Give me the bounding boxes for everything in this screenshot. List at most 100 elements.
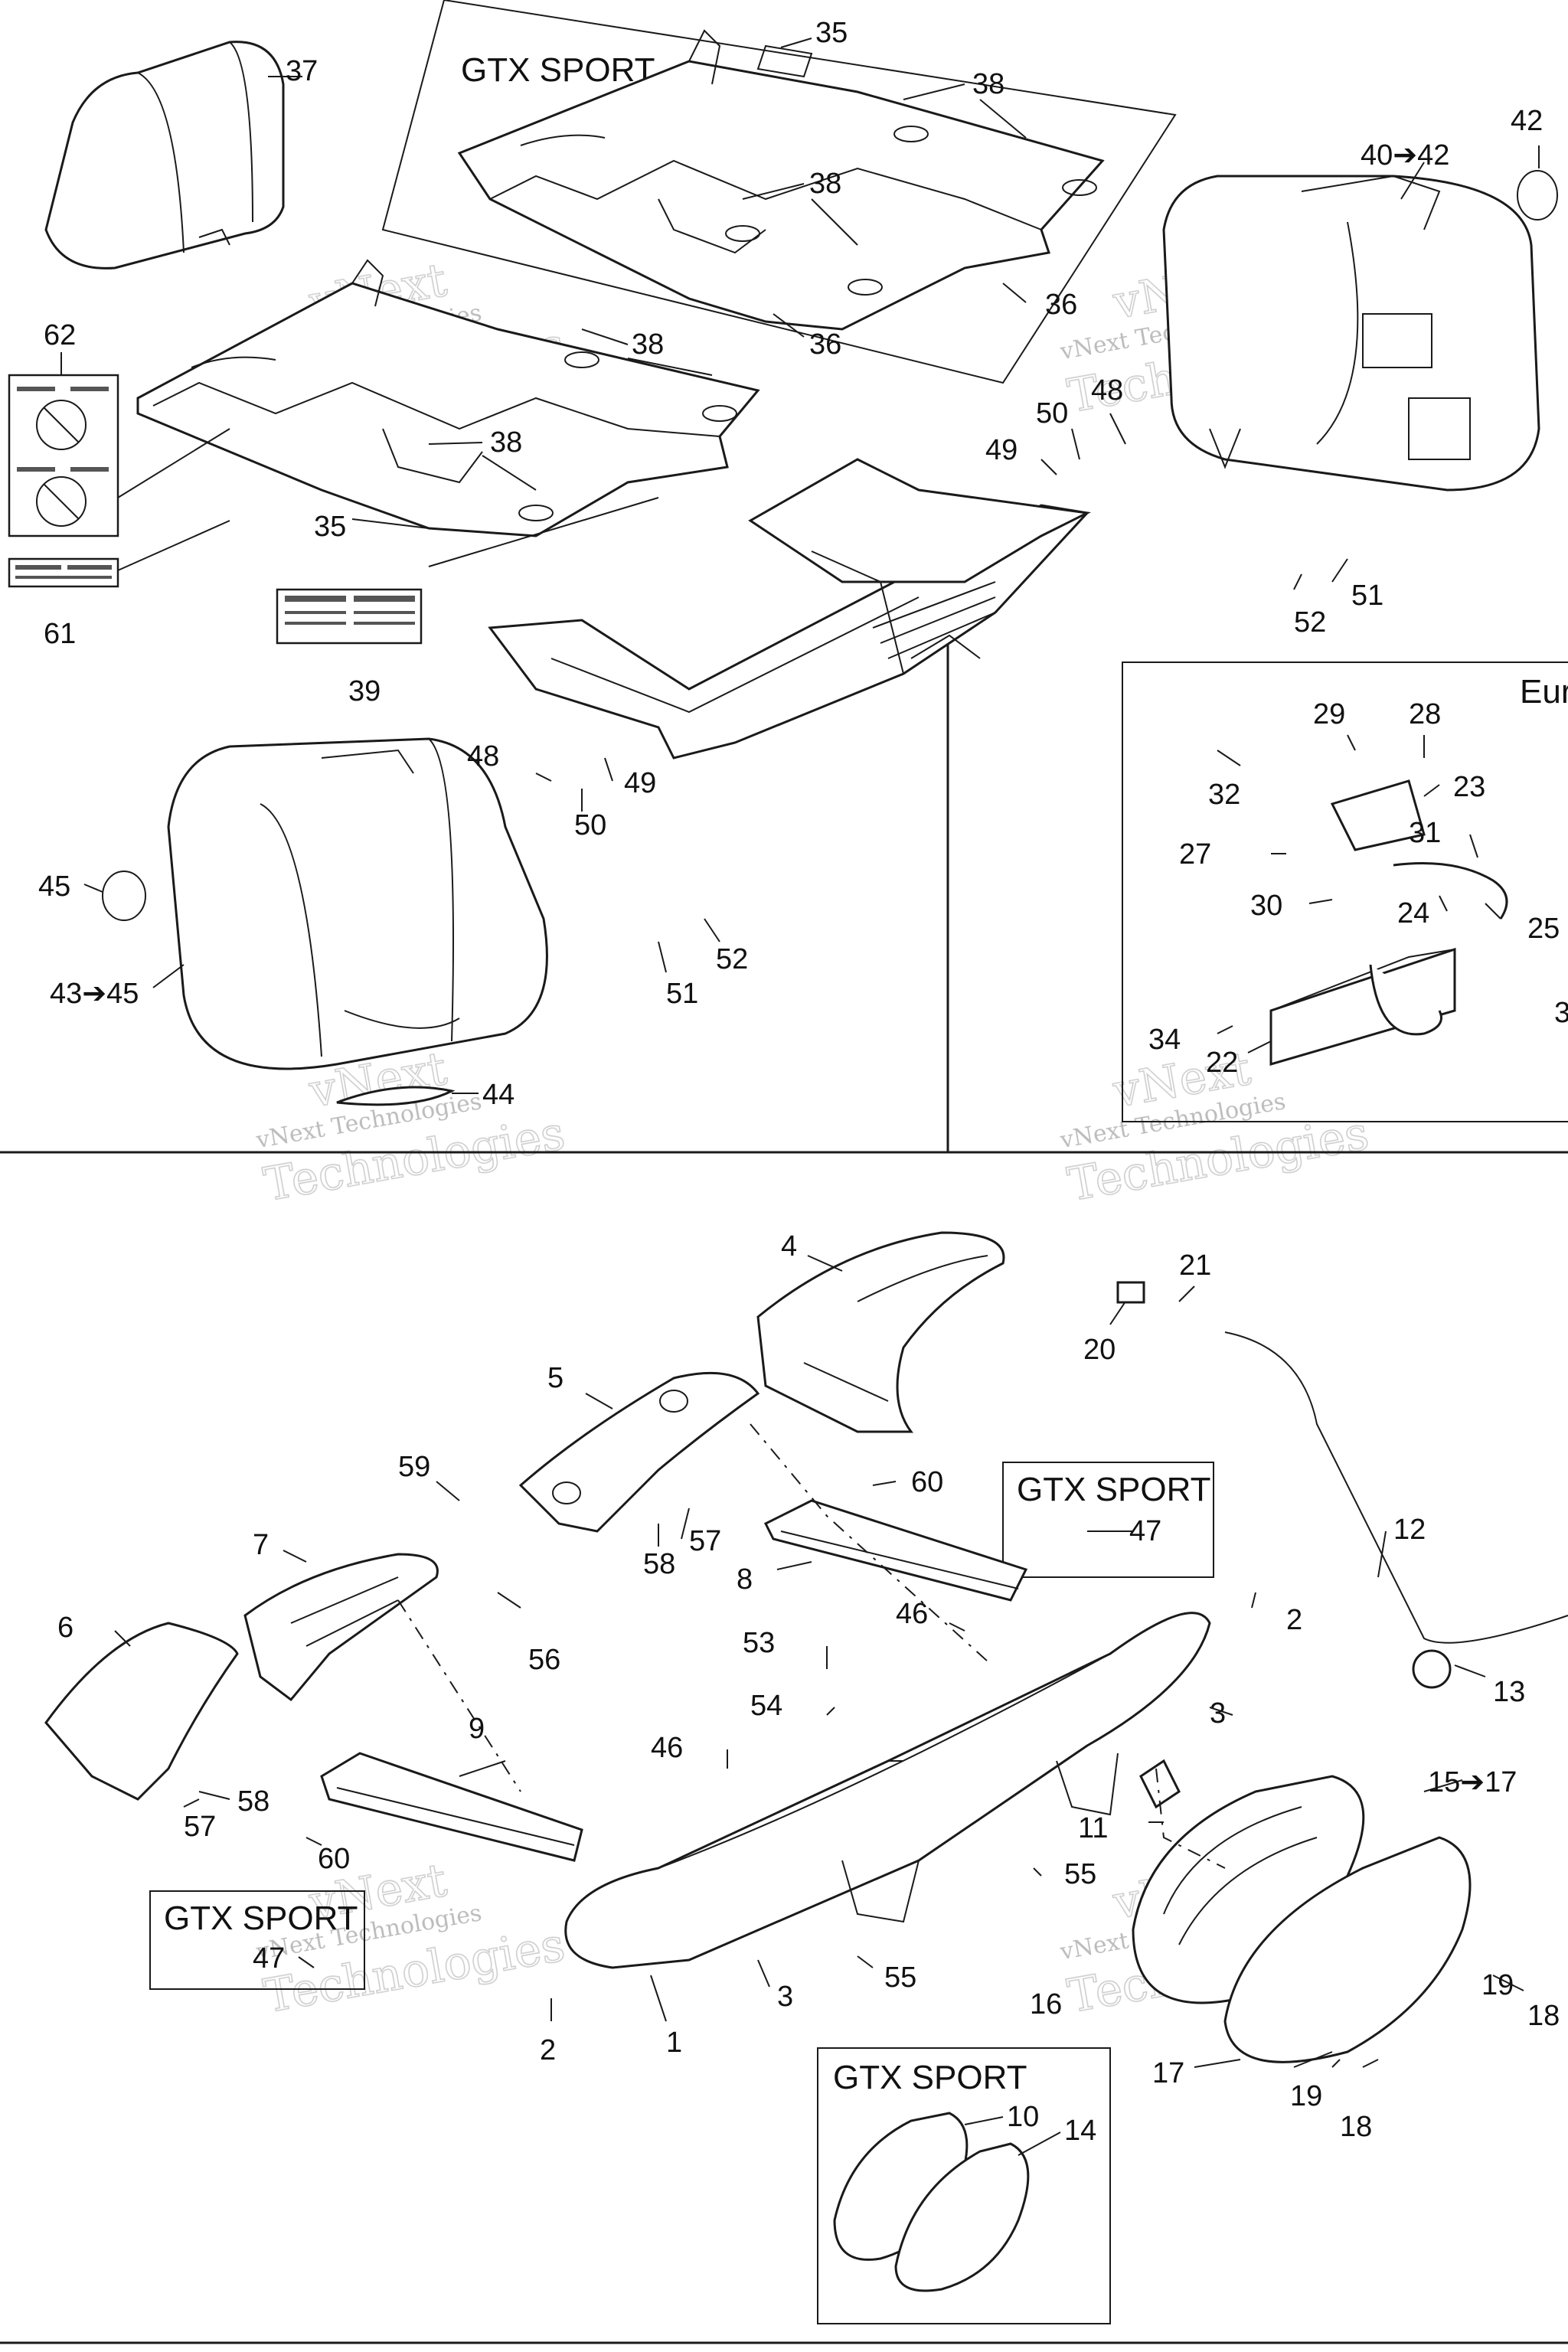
callout-13: 13 <box>1493 1676 1525 1708</box>
callout-2: 2 <box>1286 1604 1302 1636</box>
dashed-center-line-3 <box>1155 1768 1226 1869</box>
callout-23: 23 <box>1453 771 1485 803</box>
callout-5: 5 <box>547 1362 564 1394</box>
callout-62: 62 <box>44 319 76 351</box>
callout-4: 4 <box>781 1230 797 1263</box>
callout-36: 36 <box>1045 289 1077 321</box>
part-4-lamp-housing <box>756 1231 1005 1433</box>
callout-28: 28 <box>1409 698 1441 730</box>
callout-38: 38 <box>972 68 1004 100</box>
callout-36: 36 <box>809 328 841 361</box>
callout-30: 30 <box>1250 890 1282 922</box>
europe-box-title: Eur <box>1520 673 1568 710</box>
callout-50: 50 <box>574 809 606 841</box>
callout-45: 45 <box>38 871 70 903</box>
callout-35: 35 <box>815 17 848 49</box>
part-8-rail <box>763 1499 1028 1602</box>
callout-8: 8 <box>737 1563 753 1596</box>
callout-57: 57 <box>689 1525 721 1557</box>
callout-37: 37 <box>286 55 318 87</box>
callout-60: 60 <box>911 1466 943 1498</box>
callout-18: 18 <box>1527 2000 1560 2032</box>
callout-47: 47 <box>1129 1515 1161 1547</box>
callout-2: 2 <box>540 2034 556 2066</box>
callout-12: 12 <box>1393 1514 1426 1546</box>
callout-16: 16 <box>1030 1988 1062 2020</box>
callout-52: 52 <box>1294 606 1326 639</box>
callout-38: 38 <box>632 328 664 361</box>
callout-11: 11 <box>1078 1812 1108 1844</box>
callout-labels: 37 35 38 38 36 36 40➔42 42 62 61 38 38 3… <box>38 17 1568 2147</box>
part-12-harness <box>1224 1331 1568 1644</box>
callout-38: 38 <box>490 426 522 459</box>
callout-50: 50 <box>1036 397 1068 430</box>
part-44-pad <box>336 1086 456 1106</box>
callout-17: 17 <box>1152 2057 1184 2089</box>
callout-35: 35 <box>314 511 346 543</box>
callout-53: 53 <box>743 1627 775 1659</box>
callout-40-42: 40➔42 <box>1361 139 1449 172</box>
gtx-sport-left-box <box>149 1890 365 1990</box>
gtx-sport-top-title: GTX SPORT <box>461 51 655 89</box>
part-45-disc <box>102 871 146 921</box>
callout-52: 52 <box>716 943 748 975</box>
callout-55: 55 <box>884 1962 916 1994</box>
callout-42: 42 <box>1511 105 1543 137</box>
callout-21: 21 <box>1179 1250 1211 1282</box>
callout-29: 29 <box>1313 698 1345 730</box>
callout-46: 46 <box>896 1598 928 1630</box>
part-1-rack <box>564 1612 1211 1969</box>
callout-43-45: 43➔45 <box>50 978 139 1010</box>
carrier-rack <box>488 458 1092 760</box>
part-9-rail <box>320 1752 583 1862</box>
callout-1: 1 <box>666 2027 682 2059</box>
callout-7: 7 <box>253 1529 269 1561</box>
callout-44: 44 <box>482 1079 514 1111</box>
part-40-42-case <box>1162 175 1540 492</box>
callout-3: 3 <box>777 1981 793 2013</box>
callout-60: 60 <box>318 1843 350 1875</box>
callout-22: 22 <box>1206 1047 1238 1079</box>
part-6-cover <box>44 1622 239 1801</box>
callout-57: 57 <box>184 1811 216 1843</box>
callout-58: 58 <box>643 1548 675 1580</box>
callout-54: 54 <box>750 1690 782 1722</box>
callout-34: 34 <box>1148 1024 1181 1056</box>
callout-56: 56 <box>528 1644 560 1676</box>
callout-19: 19 <box>1481 1969 1514 2001</box>
callout-49: 49 <box>624 767 656 799</box>
leader-lines <box>60 38 1540 2156</box>
part-20-connector <box>1116 1281 1145 1304</box>
callout-47: 47 <box>253 1942 285 1975</box>
part-39-decal <box>276 588 423 645</box>
callout-3-edge: 3 <box>1554 997 1568 1029</box>
callout-14: 14 <box>1064 2115 1096 2147</box>
callout-27: 27 <box>1179 838 1211 871</box>
callout-15-17: 15➔17 <box>1428 1766 1517 1798</box>
callout-18: 18 <box>1340 2111 1372 2143</box>
part-13-bulb <box>1412 1649 1452 1689</box>
callout-20: 20 <box>1083 1334 1116 1366</box>
europe-box <box>1122 662 1568 1122</box>
callout-58: 58 <box>237 1785 270 1818</box>
part-37-cover <box>44 41 285 270</box>
gtx-sport-top-box <box>381 0 1177 384</box>
dashed-center-line-2 <box>750 1423 988 1662</box>
callout-51: 51 <box>666 978 698 1010</box>
callout-49: 49 <box>985 434 1018 466</box>
part-11-socket <box>1139 1759 1181 1809</box>
part-10-14-lamp <box>833 2112 1030 2292</box>
part-61-decal <box>8 557 119 588</box>
callout-55: 55 <box>1064 1858 1096 1890</box>
callout-9: 9 <box>469 1713 485 1745</box>
part-62-decal <box>8 374 119 537</box>
callout-25: 25 <box>1527 913 1560 945</box>
callout-48: 48 <box>467 740 499 773</box>
callout-10: 10 <box>1007 2101 1039 2133</box>
callout-19: 19 <box>1290 2080 1322 2112</box>
callout-38: 38 <box>809 168 841 200</box>
callout-3: 3 <box>1210 1697 1226 1730</box>
callout-48: 48 <box>1091 374 1123 407</box>
callout-61: 61 <box>44 618 76 650</box>
